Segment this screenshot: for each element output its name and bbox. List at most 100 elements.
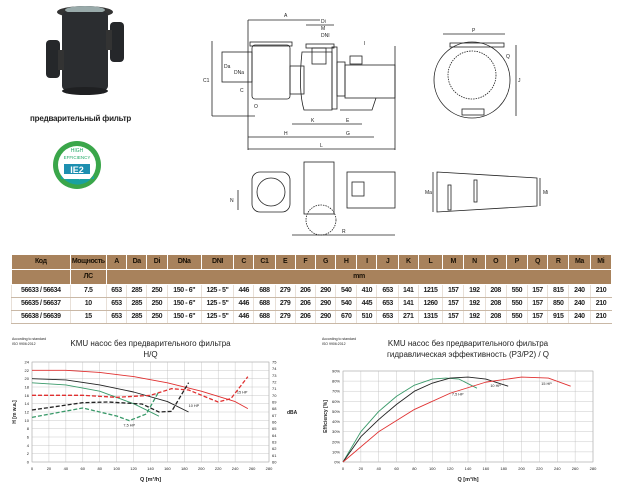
column-header: C [233, 254, 255, 270]
table-cell: 192 [463, 310, 486, 324]
x-tick-label: 80 [412, 466, 417, 471]
table-cell: 206 [294, 284, 316, 298]
y-tick-label: 20 [25, 376, 30, 381]
svg-text:DNI: DNI [321, 33, 330, 39]
base-view [432, 171, 541, 213]
x-tick-label: 20 [359, 466, 364, 471]
table-cell: 7.5 [69, 284, 107, 298]
svg-text:Mi: Mi [543, 190, 548, 196]
x-axis-label: Q [m³/h] [140, 476, 161, 483]
y-tick-label: 2 [27, 451, 30, 456]
svg-text:EFFICIENCY: EFFICIENCY [64, 155, 91, 160]
table-cell: 250 [146, 284, 167, 298]
y-tick-label: 90% [332, 369, 340, 374]
series-line-15-hp [342, 376, 571, 463]
column-header: G [314, 254, 337, 270]
svg-text:K: K [311, 118, 315, 124]
y-tick-label: 0% [334, 460, 340, 465]
svg-text:P: P [472, 28, 476, 34]
series-line-10-hp [31, 378, 189, 413]
standard-label: ISO 9906:2012 [12, 342, 36, 346]
table-cell: 56633 / 56634 [11, 284, 71, 298]
table-cell: 10 [69, 297, 107, 311]
y-tick-label: 40% [332, 419, 340, 424]
column-header: Mi [589, 254, 613, 270]
series-line-10-hp [342, 376, 509, 463]
table-cell: 688 [253, 310, 276, 324]
y-tick-label: 60% [332, 399, 340, 404]
y-tick-label: 50% [332, 409, 340, 414]
table-cell: 208 [484, 297, 507, 311]
table-cell: 157 [526, 284, 548, 298]
x-tick-label: 100 [429, 466, 436, 471]
y-tick-label: 0 [27, 460, 30, 465]
table-cell: 510 [356, 310, 377, 324]
top-view [237, 161, 396, 236]
y-tick-label: 4 [27, 443, 30, 448]
table-cell: 1315 [417, 310, 443, 324]
y2-tick-label: 75 [272, 360, 277, 365]
y2-tick-label: 66 [272, 420, 277, 425]
series-line-7-5-hp [342, 377, 478, 463]
table-cell: 285 [126, 297, 147, 311]
table-cell: 56638 / 56639 [11, 310, 71, 324]
y2-tick-label: 71 [272, 386, 277, 391]
x-tick-label: 140 [147, 466, 154, 471]
column-header: DNI [200, 254, 235, 270]
y2-tick-label: 62 [272, 446, 277, 451]
x-tick-label: 280 [590, 466, 597, 471]
series-line-15-hp-dba [32, 376, 249, 403]
table-cell: 192 [463, 284, 486, 298]
x-axis-label: Q [m³/h] [457, 476, 478, 483]
column-header: Da [126, 254, 148, 270]
column-header: R [547, 254, 570, 270]
table-cell: 540 [335, 297, 357, 311]
table-cell: 670 [335, 310, 357, 324]
x-tick-label: 260 [572, 466, 579, 471]
x-tick-label: 160 [483, 466, 490, 471]
table-cell: 206 [294, 297, 316, 311]
x-tick-label: 80 [97, 466, 102, 471]
series-annotation: 15 HP [541, 382, 552, 386]
table-cell: 56635 / 56637 [11, 297, 71, 311]
units-dims: mm [105, 269, 613, 285]
series-line-7-5-hp-dba [31, 391, 160, 422]
svg-text:C1: C1 [203, 78, 210, 84]
column-header: E [274, 254, 296, 270]
series-annotation: 7,5 HP [123, 424, 135, 428]
y-axis-label: Efficiency [%] [323, 400, 329, 433]
table-cell: 815 [547, 284, 569, 298]
y2-tick-label: 69 [272, 400, 277, 405]
table-cell: 279 [274, 310, 296, 324]
column-header: P [505, 254, 528, 270]
y2-tick-label: 65 [272, 426, 277, 431]
end-view [433, 33, 517, 119]
units-power: ЛС [69, 269, 107, 285]
series-line-10-hp-dba [31, 382, 190, 413]
y2-tick-label: 67 [272, 413, 277, 418]
column-header: A [105, 254, 128, 270]
table-cell: 290 [314, 284, 336, 298]
svg-text:J: J [518, 78, 521, 84]
table-cell: 240 [568, 310, 591, 324]
table-cell: 445 [356, 297, 377, 311]
table-cell: 653 [376, 297, 399, 311]
table-cell: 125 - 5" [200, 284, 234, 298]
chart-title: KMU насос без предварительного фильтра [70, 339, 231, 348]
table-cell: 550 [505, 297, 528, 311]
x-tick-label: 140 [465, 466, 472, 471]
svg-text:Motor Compliance: Motor Compliance [66, 176, 89, 180]
table-cell: 157 [526, 297, 548, 311]
table-cell: 240 [568, 284, 591, 298]
table-cell: 550 [505, 284, 528, 298]
x-tick-label: 0 [342, 466, 345, 471]
series-line-7-5-hp [31, 382, 160, 417]
x-tick-label: 120 [130, 466, 137, 471]
table-cell: 208 [484, 310, 507, 324]
y2-tick-label: 74 [272, 366, 277, 371]
column-header: DNa [166, 254, 202, 270]
column-header: K [397, 254, 419, 270]
